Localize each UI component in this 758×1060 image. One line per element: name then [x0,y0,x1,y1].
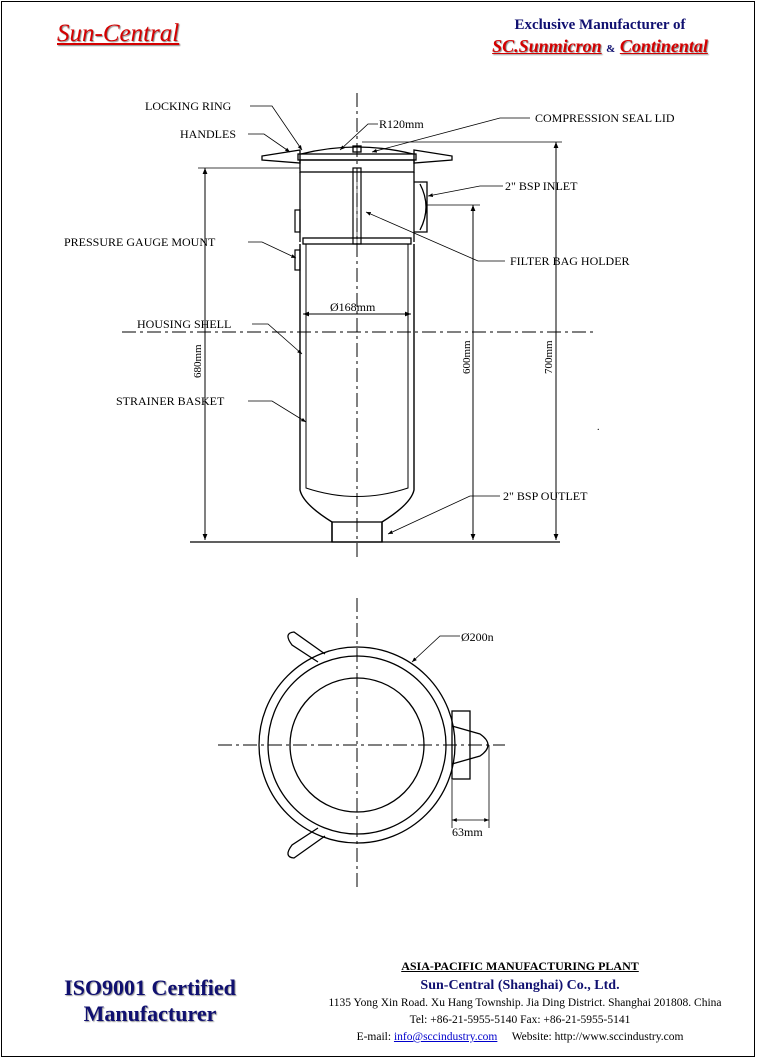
label-d168: Ø168mm [330,300,376,314]
filter-bag-holder-ring [302,237,412,245]
plan-outer-circle [258,646,456,844]
exclusive-manufacturer-text: Exclusive Manufacturer of [514,17,686,33]
side-elevation [122,93,595,560]
label-dim-600: 600mm [461,340,473,374]
lid-knob [352,145,362,153]
label-dim-680: 680mm [192,344,204,378]
contact-line: E-mail: info@sccindustry.com Website: ht… [300,1031,740,1043]
label-locking-ring: LOCKING RING [145,99,232,113]
label-bsp-inlet: 2" BSP INLET [505,179,578,193]
iso-line-2: Manufacturer [83,1001,217,1026]
plan-handle-top [287,631,326,663]
label-pressure-gauge-mount: PRESSURE GAUGE MOUNT [64,235,216,249]
stray-dot: . [597,422,600,433]
handle-left [261,149,301,164]
label-handles: HANDLES [180,127,236,141]
label-dim-700: 700mm [543,340,555,374]
label-strainer-basket: STRAINER BASKET [116,394,225,408]
brand-continental: Continental [619,36,708,56]
plan-inlet-flange [451,710,471,780]
leader-housing-shell [252,323,303,355]
compression-seal-lid [300,146,414,155]
plan-handle-bottom [287,827,326,859]
label-compression-seal-lid: COMPRESSION SEAL LID [535,111,675,125]
pressure-gauge-mount-upper [294,209,301,233]
leader-d200 [411,635,460,663]
plant-heading: ASIA-PACIFIC MANUFACTURING PLANT [401,959,639,973]
leader-compression-seal-lid [371,117,530,153]
leader-bsp-inlet [427,185,503,197]
email-link[interactable]: info@sccindustry.com [393,1031,498,1043]
label-bsp-outlet: 2" BSP OUTLET [503,489,588,503]
plan-inlet [451,725,489,765]
leader-bsp-outlet [387,495,500,535]
bsp-inlet [414,181,428,233]
ampersand: & [606,43,616,55]
brand-sunmicron: SC.Sunmicron [492,36,602,56]
label-housing-shell: HOUSING SHELL [137,317,231,331]
iso-line-1: ISO9001 Certified [64,975,236,1000]
pressure-gauge-mount-lower [294,249,301,271]
company-address: 1135 Yong Xin Road. Xu Hang Township. Ji… [328,997,722,1009]
brand-names: SC.Sunmicron & Continental [440,36,758,57]
strainer-basket [305,244,409,497]
plan-inner-circle [289,677,425,813]
leader-handles [248,133,291,153]
leader-locking-ring [250,105,303,151]
label-filter-bag-holder: FILTER BAG HOLDER [510,254,630,268]
label-r120: R120mm [379,117,424,131]
plan-mid-circle [267,655,447,835]
email-label: E-mail: [356,1031,392,1043]
leader-pressure-gauge [248,241,297,259]
label-dim-63: 63mm [452,825,483,839]
plan-view [218,598,505,890]
website-text: Website: http://www.sccindustry.com [511,1031,684,1043]
company-name: Sun-Central (Shanghai) Co., Ltd. [420,978,620,993]
company-phone-fax: Tel: +86-21-5955-5140 Fax: +86-21-5955-5… [409,1014,631,1026]
brand-logo: Sun-Central [57,20,180,47]
leader-r120 [339,123,378,151]
leader-strainer-basket [248,400,307,423]
handle-right [413,149,453,164]
label-d200: Ø200n [461,630,494,644]
iso-certification: ISO9001 Certified Manufacturer [40,975,260,1027]
leader-filter-bag-holder [365,211,505,262]
